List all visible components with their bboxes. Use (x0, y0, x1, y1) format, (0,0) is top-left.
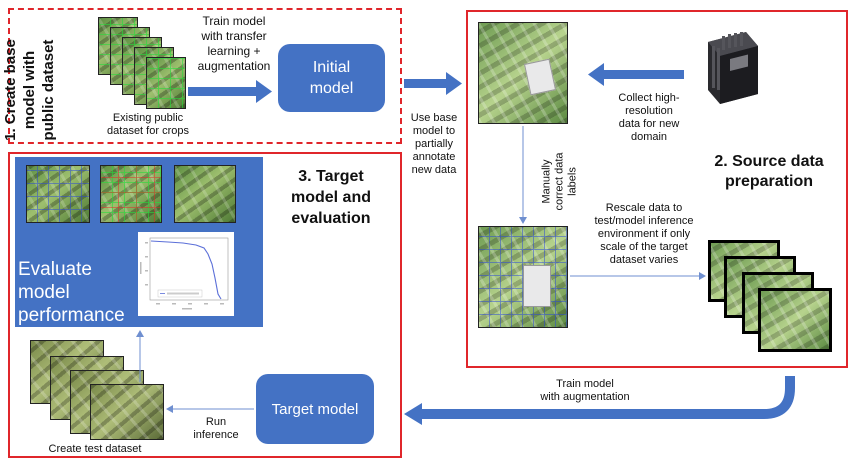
arrow-from-camera (588, 63, 684, 86)
partial-annotation-label: Use base model to partially annotate new… (410, 112, 458, 176)
arrow-train-with-augmentation (404, 376, 795, 425)
arrow-rescale (570, 272, 706, 280)
test-image-4 (90, 384, 164, 440)
reference-board-annotated (523, 265, 551, 307)
arrow-to-source-data (404, 72, 462, 95)
initial-model-box: Initial model (278, 44, 385, 112)
target-model-label: Target model (271, 400, 359, 418)
arrow-run-inference (166, 405, 254, 413)
run-inference-label: Run inference (193, 416, 239, 441)
arrow-to-evaluation (136, 330, 144, 382)
section-3-title: 3. Target model and evaluation (290, 168, 371, 227)
evaluate-performance-label: Evaluate model performance (18, 259, 125, 326)
rescale-data-label: Rescale data to test/model inference env… (594, 202, 694, 266)
rescaled-image-4 (758, 288, 832, 352)
public-dataset-caption: Existing public dataset for crops (107, 112, 189, 137)
section-2-title: 2. Source data preparation (714, 153, 824, 190)
train-augmentation-label: Train model with augmentation (540, 378, 630, 403)
high-resolution-image (478, 22, 568, 124)
arrow-to-initial-model (188, 80, 272, 103)
test-dataset-caption: Create test dataset (48, 443, 142, 455)
section-1-box (8, 8, 402, 144)
annotated-source-image (478, 226, 568, 328)
arrow-correct-labels (519, 126, 527, 224)
precision-recall-plot (140, 237, 229, 310)
section-2-box (466, 10, 848, 368)
target-model-box: Target model (256, 374, 374, 444)
prediction-image-plain (174, 165, 236, 223)
section-3-box (8, 152, 402, 458)
precision-recall-chart (138, 232, 234, 316)
transfer-learning-label: Train model with transfer learning + aug… (197, 14, 271, 73)
public-dataset-image-5 (146, 57, 186, 109)
collect-data-label: Collect high- resolution data for new do… (618, 92, 680, 143)
prediction-image-blue (26, 165, 90, 223)
initial-model-label: Initial model (309, 59, 354, 97)
prediction-image-red-green (100, 165, 162, 223)
camera-icon (708, 32, 758, 104)
